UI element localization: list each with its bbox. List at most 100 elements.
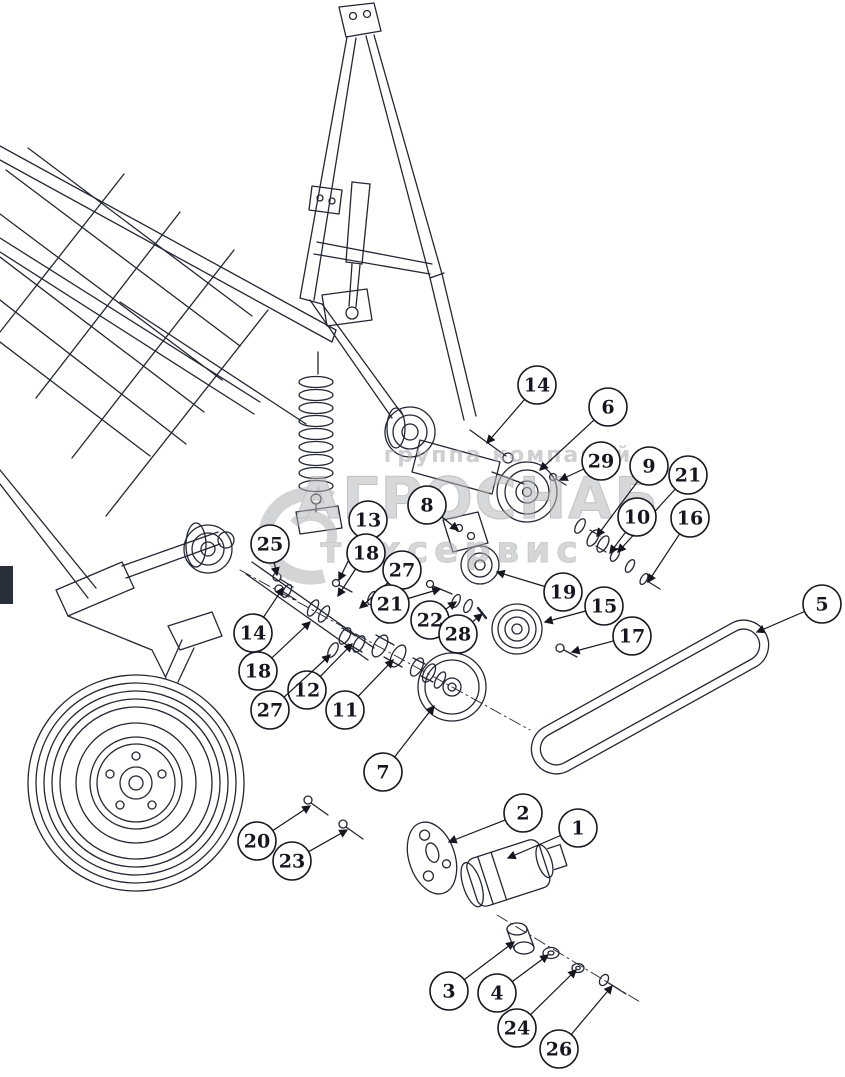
callout-leader-line	[357, 659, 394, 697]
callout-number: 6	[601, 397, 614, 419]
callout-balloon	[325, 690, 365, 730]
callout-balloon	[370, 584, 410, 624]
machine-line-art	[0, 2, 770, 1003]
callout-24: 24	[497, 969, 577, 1048]
callout-balloon	[477, 973, 517, 1013]
callout-number: 21	[675, 465, 701, 487]
callout-4: 4	[477, 954, 550, 1013]
drive-pulleys	[417, 461, 558, 722]
pivot-hubs	[183, 406, 525, 599]
callout-balloon	[238, 651, 278, 691]
callout-26: 26	[539, 984, 613, 1069]
callout-number: 7	[376, 762, 389, 784]
wheel-tire	[27, 674, 245, 892]
callout-21: 21	[370, 584, 442, 624]
callout-number: 21	[377, 594, 403, 616]
callout-leader-line	[486, 399, 526, 445]
callout-25: 25	[250, 524, 290, 577]
exploded-shaft-parts	[239, 472, 661, 731]
callout-2: 2	[447, 793, 543, 844]
idler-motor-assembly	[303, 795, 641, 1003]
callout-7: 7	[363, 704, 435, 792]
callout-leader-line	[511, 954, 550, 983]
callout-balloon	[612, 616, 652, 656]
callout-balloon	[670, 498, 710, 538]
callout-leader-line	[263, 586, 284, 618]
callout-leader-line	[283, 654, 331, 698]
callout-number: 20	[244, 831, 270, 853]
callout-leader-line	[472, 613, 484, 623]
callout-9: 9	[596, 446, 669, 538]
callout-balloon	[363, 752, 403, 792]
callout-23: 23	[272, 829, 349, 881]
callout-leader-line	[570, 984, 613, 1035]
callout-number: 14	[240, 623, 266, 645]
callout-number: 15	[591, 596, 617, 618]
callout-10: 10	[609, 497, 657, 555]
callout-leader-line	[543, 610, 586, 625]
callout-number: 27	[389, 560, 415, 582]
callout-1: 1	[506, 808, 598, 860]
callout-balloon	[237, 821, 277, 861]
callout-6: 6	[539, 387, 628, 471]
callout-leader-line	[270, 562, 280, 577]
callout-balloon	[543, 572, 583, 612]
callout-leader-line	[539, 419, 595, 471]
callout-number: 9	[642, 456, 655, 478]
callout-number: 11	[332, 700, 358, 722]
callout-balloon	[497, 1008, 537, 1048]
callout-21: 21	[617, 455, 708, 553]
callout-leader-line	[394, 704, 435, 758]
callout-balloon	[558, 808, 598, 848]
callout-number: 25	[257, 534, 283, 556]
callout-number: 29	[588, 451, 614, 473]
callout-number: 10	[624, 507, 650, 529]
rake-tines	[0, 147, 269, 517]
callout-leader-line	[271, 621, 311, 659]
callout-number: 23	[279, 851, 305, 873]
callout-balloon	[346, 533, 386, 573]
callout-leader-line	[530, 969, 577, 1016]
callout-11: 11	[325, 659, 394, 730]
callout-leader-line	[308, 829, 349, 853]
callout-balloon	[429, 971, 469, 1011]
callout-number: 18	[245, 661, 271, 683]
callout-14: 14	[233, 586, 284, 653]
callout-number: 18	[353, 543, 379, 565]
callout-balloon	[438, 614, 478, 654]
watermark-logo-inner	[290, 510, 338, 552]
callout-balloon	[668, 455, 708, 495]
callout-28: 28	[438, 613, 484, 654]
callout-balloon	[584, 586, 624, 626]
callout-18: 18	[337, 533, 386, 598]
callout-leader-line	[441, 516, 460, 531]
callout-balloon	[588, 387, 628, 427]
callout-19: 19	[495, 569, 583, 612]
callout-15: 15	[543, 586, 624, 626]
mast-assembly	[299, 2, 477, 421]
callout-number: 8	[420, 495, 433, 517]
callout-number: 1	[571, 818, 584, 840]
callout-8: 8	[407, 485, 460, 531]
callout-14: 14	[486, 365, 557, 445]
callout-balloon	[503, 793, 543, 833]
callout-16: 16	[647, 498, 710, 584]
callout-29: 29	[558, 441, 621, 481]
callout-balloon	[802, 584, 842, 624]
callout-leader-line	[647, 533, 681, 584]
callout-balloon	[407, 485, 447, 525]
callout-number: 19	[550, 582, 576, 604]
callout-5: 5	[755, 584, 842, 634]
mount-bracket-plate	[406, 821, 458, 895]
callout-17: 17	[570, 616, 652, 656]
gearmotor-body	[460, 839, 568, 908]
callout-balloon	[629, 446, 669, 486]
callout-leader-line	[755, 610, 805, 634]
callout-balloon	[617, 497, 657, 537]
callout-27: 27	[250, 654, 331, 730]
callout-number: 26	[546, 1039, 572, 1061]
callout-leader-line	[408, 586, 442, 600]
callout-balloon	[250, 690, 290, 730]
